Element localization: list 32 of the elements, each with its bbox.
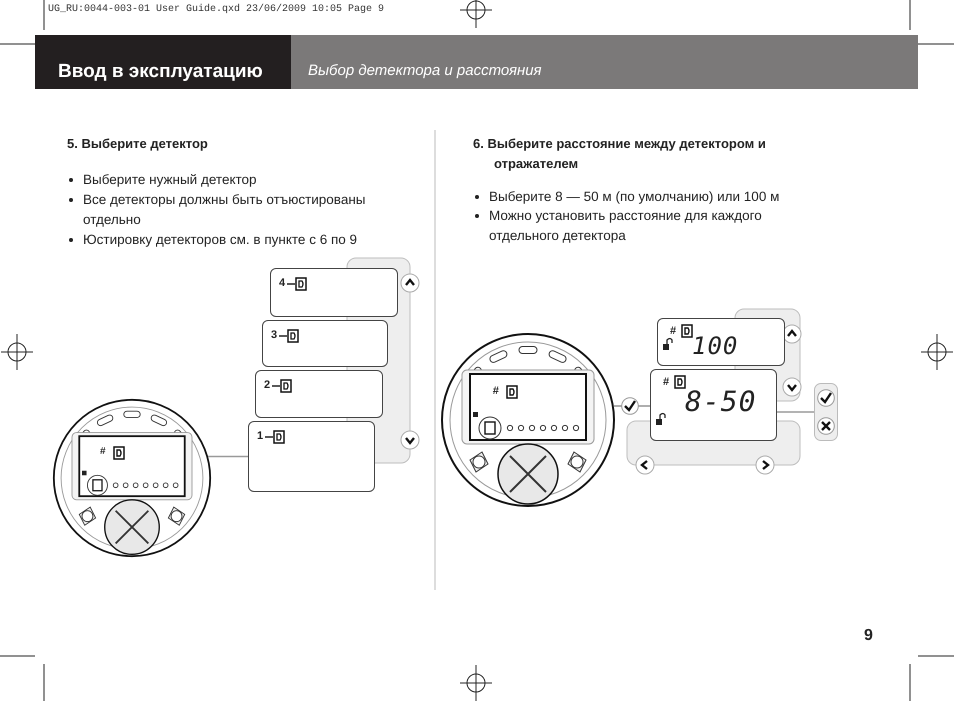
lcd-screen-card	[262, 320, 388, 367]
distance-readout: 8-50	[685, 387, 756, 418]
lcd-symbol: #	[100, 446, 106, 457]
check-button-icon	[621, 397, 639, 415]
lcd-screen-card	[255, 370, 383, 418]
section-title: Ввод в эксплуатацию	[58, 60, 263, 84]
lcd-screen-card	[270, 268, 398, 317]
connector-line	[208, 456, 248, 458]
print-slug: UG_RU:0044-003-01 User Guide.qxd 23/06/2009 10:05 Page 9	[48, 3, 384, 17]
lcd-symbol: #	[663, 376, 670, 388]
detector-number: 1	[257, 430, 264, 442]
page-number: 9	[864, 626, 873, 646]
connector-line	[638, 405, 650, 407]
bullet-text: Все детекторы должны быть отъюстированы отдельно	[83, 192, 366, 227]
detector-number: 4	[279, 277, 286, 289]
detector-number: 3	[271, 329, 278, 341]
connector-line	[614, 405, 622, 407]
bullet-text: Можно установить расстояние для каждого отдельного детектора	[489, 208, 762, 243]
lcd-screen-card	[650, 369, 777, 441]
bullet-text: Выберите 8 — 50 м (по умолчанию) или 100 м	[489, 189, 780, 204]
step-heading: 5. Выберите детектор	[67, 135, 208, 153]
step-heading: 6. Выберите расстояние между детектором и отражателем	[473, 135, 767, 174]
lcd-screen-card	[248, 421, 375, 492]
lcd-symbol: #	[670, 325, 676, 337]
bullet-text: Выберите нужный детектор	[83, 172, 257, 187]
detector-number: 2	[264, 379, 270, 391]
lcd-screen-card	[657, 318, 785, 366]
bullet-text: Юстировку детекторов см. в пункте с 6 по 9	[83, 232, 358, 247]
section-subtitle: Выбор детектора и расстояния	[308, 61, 542, 81]
distance-readout: 100	[692, 333, 738, 360]
confirm-cancel-panel	[814, 383, 838, 441]
lcd-symbol: #	[492, 384, 499, 397]
